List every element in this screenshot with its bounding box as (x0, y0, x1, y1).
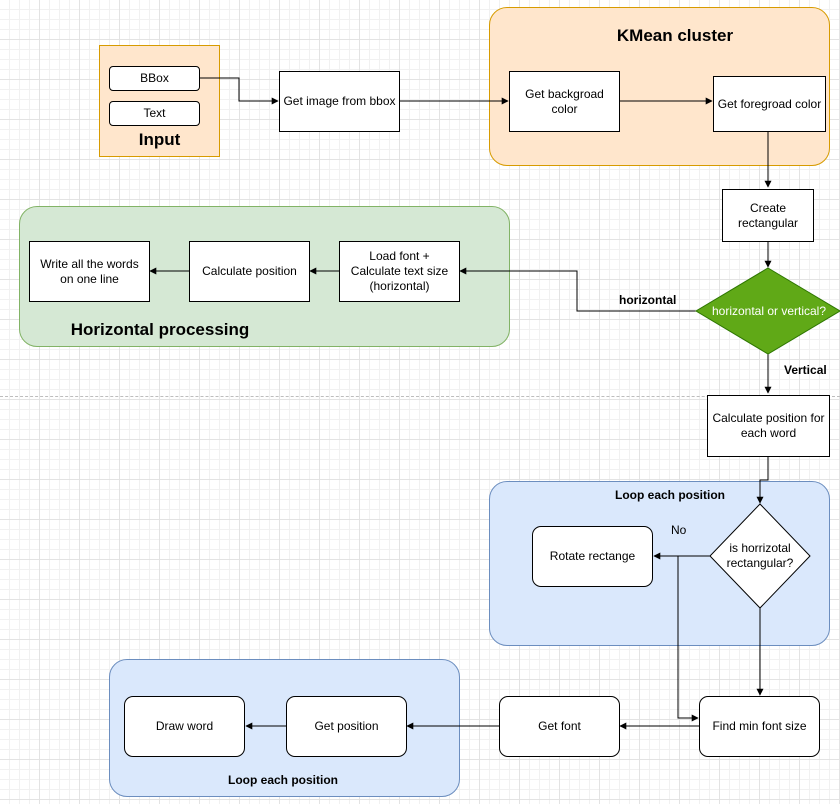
draw-word-node[interactable]: Draw word (124, 696, 245, 757)
decision-is-horizontal-shape[interactable] (709, 503, 811, 609)
calculate-position-node[interactable]: Calculate position (189, 241, 310, 302)
page-break-line (0, 396, 840, 397)
get-foreground-node[interactable]: Get foregroad color (713, 76, 826, 132)
get-image-node[interactable]: Get image from bbox (279, 71, 400, 132)
edge-rotate-to-find-min (677, 556, 699, 722)
input-group-title: Input (138, 130, 181, 149)
edge-decision-horizontal (459, 267, 696, 312)
create-rectangular-node[interactable]: Create rectangular (722, 189, 814, 242)
decision-is-horizontal-label: is horrizotal rectangular? (726, 541, 794, 570)
text-node[interactable]: Text (109, 101, 200, 126)
rotate-rectangle-node[interactable]: Rotate rectange (532, 526, 653, 587)
edge-bbox-to-get-image (199, 77, 279, 105)
edge-label-horizontal: horizontal (619, 293, 677, 307)
decision-orientation-label: horizontal or vertical? (711, 303, 827, 318)
bbox-node[interactable]: BBox (109, 66, 200, 91)
write-words-node[interactable]: Write all the words on one line (29, 241, 150, 302)
load-font-node[interactable]: Load font + Calculate text size (horizon… (339, 241, 460, 302)
decision-orientation-shape[interactable] (695, 267, 840, 355)
edge-each-word-to-is-horizontal (756, 456, 769, 504)
loop-each-position-top-title: Loop each position (615, 488, 725, 502)
horizontal-processing-title: Horizontal processing (70, 320, 250, 339)
calc-position-each-word-node[interactable]: Calculate position for each word (707, 395, 830, 457)
edge-label-vertical: Vertical (784, 363, 827, 377)
edge-label-no: No (671, 523, 687, 537)
kmean-cluster-title: KMean cluster (616, 26, 734, 45)
loop-each-position-bottom-title: Loop each position (228, 773, 338, 787)
get-background-node[interactable]: Get backgroad color (509, 71, 620, 132)
find-min-font-size-node[interactable]: Find min font size (699, 696, 820, 757)
get-font-node[interactable]: Get font (499, 696, 620, 757)
get-position-node[interactable]: Get position (286, 696, 407, 757)
